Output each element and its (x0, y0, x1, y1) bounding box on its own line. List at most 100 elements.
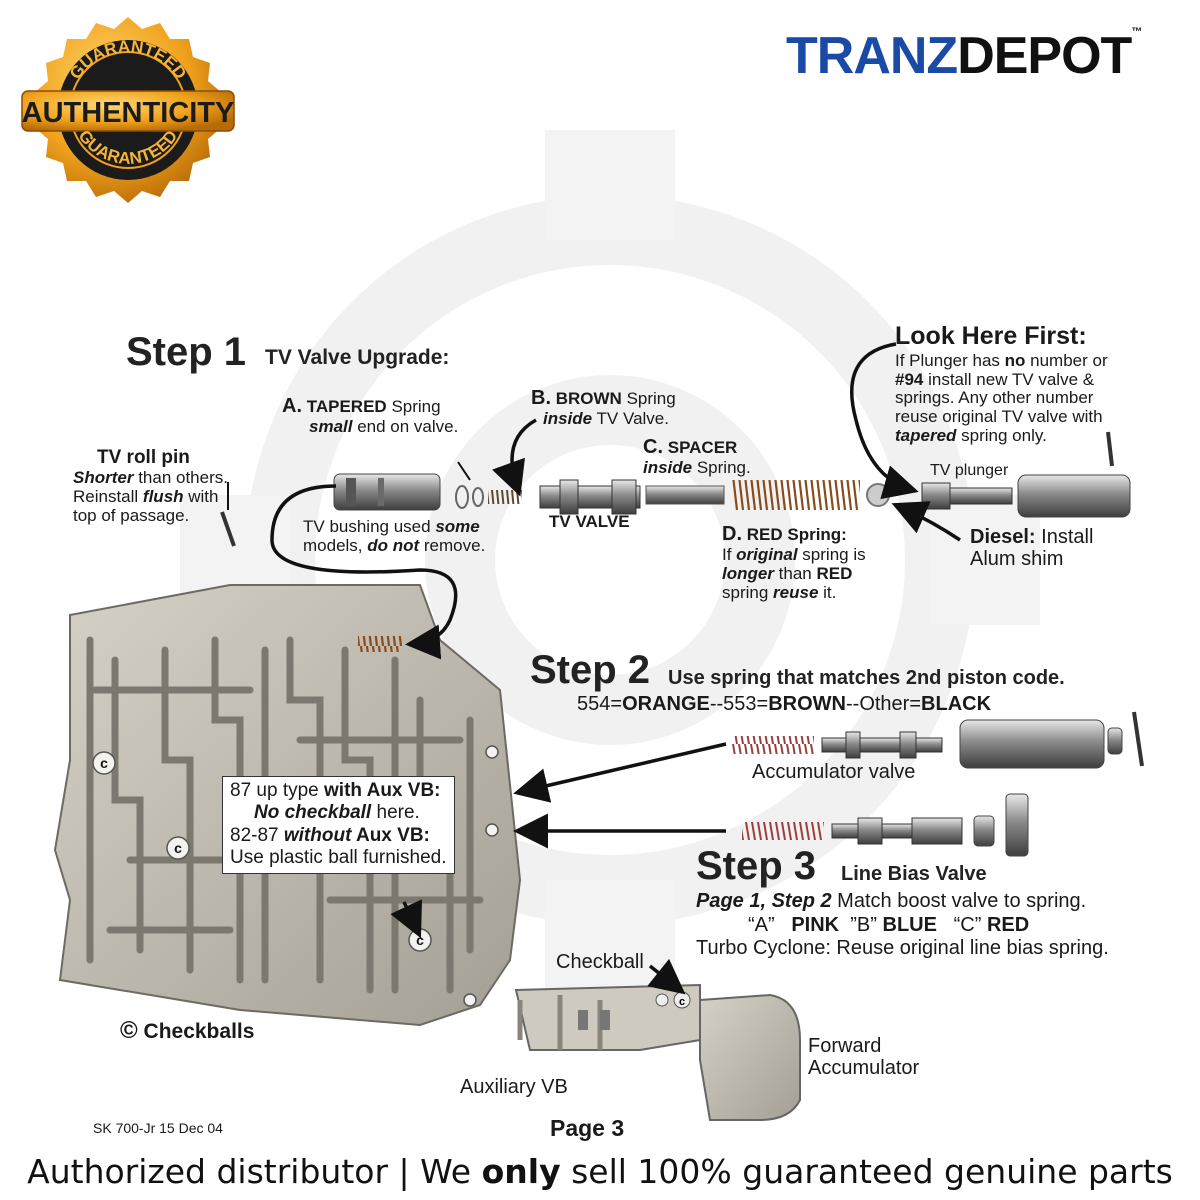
b-l2-em: inside (543, 409, 593, 429)
d-l4-em: reuse (773, 583, 819, 603)
c-letter: C. (643, 436, 663, 458)
roll-pin-l3: top of passage. (73, 506, 190, 526)
svg-text:c: c (416, 932, 424, 948)
step2-subtitle: Use spring that matches 2nd piston code. (668, 667, 1065, 689)
step3-text: Page 1, Step 2 Match boost valve to spri… (696, 890, 1109, 961)
step2-codes: 554=ORANGE--553=BROWN--Other=BLACK (577, 693, 991, 715)
lh-l5-post: spring only. (956, 425, 1047, 445)
b-bold: BROWN (555, 389, 622, 408)
red-spring (732, 480, 860, 510)
bushing-label: TV bushing used some models, do not remo… (303, 517, 485, 555)
bushing-l1-pre: TV bushing used (303, 517, 436, 536)
a-bold: TAPERED (306, 397, 387, 416)
footer-post: sell 100% guaranteed genuine parts (560, 1152, 1173, 1191)
accumulator-valve-label: Accumulator valve (752, 761, 916, 783)
codes-brown: BROWN (768, 693, 846, 715)
footer-bold: only (481, 1152, 561, 1191)
codes-black: BLACK (921, 693, 992, 715)
s3-l1-post: Match boost valve to spring. (831, 890, 1087, 912)
tranzdepot-logo: TRANZDEPOT™ (786, 26, 1142, 86)
d-l4-post: it. (818, 583, 837, 603)
code-ref: SK 700-Jr 15 Dec 04 (93, 1120, 223, 1136)
c-bold: SPACER (667, 438, 738, 457)
roll-pin-l1-em: Shorter (73, 468, 134, 488)
lh-l3: springs. Any other number (895, 388, 1094, 408)
aux-l1-pre: 87 up type (230, 780, 325, 801)
tv-roll-pin-heading: TV roll pin (97, 447, 190, 468)
lh-l1-post: number or (1025, 351, 1108, 370)
lh-l5-em: tapered (895, 425, 957, 445)
codes-m1: --553= (709, 693, 769, 715)
look-here-text: If Plunger has no number or #94 install … (895, 351, 1108, 445)
line-bias-valve (742, 793, 1029, 857)
s3-l1-em: Page 1, Step 2 (696, 890, 832, 912)
tv-bushing (333, 473, 441, 511)
s3-blue: BLUE (882, 913, 937, 936)
b-brown-label: B. BROWN Spring inside TV Valve. (531, 387, 676, 428)
step1-subtitle: TV Valve Upgrade: (265, 346, 450, 369)
aux-l2-em: No checkball (254, 802, 372, 824)
svg-text:c: c (100, 755, 108, 771)
footer-pre: Authorized distributor | We (27, 1152, 482, 1191)
codes-pre: 554= (577, 693, 623, 715)
a-l2-em: small (309, 417, 353, 437)
lh-l1-bold: no (1004, 351, 1026, 370)
fwd-acc-l1: Forward (808, 1035, 882, 1057)
codes-m2: --Other= (846, 693, 922, 715)
s3-red: RED (986, 913, 1030, 936)
diesel-rest: Install (1035, 526, 1094, 548)
aux-l2-post: here. (371, 802, 420, 824)
s3-l3: Turbo Cyclone: Reuse original line bias … (696, 937, 1109, 960)
checkball-label: Checkball (556, 951, 644, 973)
bushing-l2-em: do not (367, 536, 420, 556)
bushing-l1-em: some (435, 517, 480, 536)
step1-title: Step 1 (126, 330, 247, 374)
a-letter: A. (282, 395, 302, 417)
aux-l4: Use plastic ball furnished. (230, 847, 447, 869)
bushing-l2-pre: models, (303, 536, 368, 556)
d-l3-bold: RED (816, 564, 853, 584)
lh-l2-post: install new TV valve & (923, 369, 1095, 389)
checkball-symbol-icon: © (120, 1017, 138, 1044)
tv-valve (539, 479, 641, 515)
roll-pin-l2-em: flush (142, 487, 184, 507)
logo-part1: TRANZ (786, 27, 958, 85)
roll-pin-l2-post: with (183, 487, 219, 507)
fwd-acc-l2: Accumulator (808, 1057, 920, 1080)
tv-plunger-label: TV plunger (930, 462, 1009, 479)
b-l2: TV Valve. (592, 409, 669, 429)
aux-vb-note-box: 87 up type with Aux VB: No checkball her… (222, 776, 455, 874)
authenticity-badge-icon: AUTHENTICITY GUARANTEED GUARANTEED (21, 17, 235, 203)
d-letter: D. (722, 523, 742, 545)
lh-l2-bold: #94 (895, 369, 924, 389)
d-l2-pre: If (722, 545, 737, 565)
checkballs-legend: © Checkballs (120, 1017, 254, 1045)
tv-valve-label: TV VALVE (549, 512, 630, 531)
logo-tm: ™ (1131, 26, 1142, 38)
roll-pin (220, 511, 236, 547)
aux-l3-pre: 82-87 (230, 824, 284, 846)
b-letter: B. (531, 387, 551, 409)
diesel-label: Diesel: Install Alum shim (970, 526, 1093, 571)
auxiliary-vb-label: Auxiliary VB (460, 1076, 568, 1098)
d-l4-pre: spring (722, 583, 774, 603)
c-spacer-label: C. SPACER inside Spring. (643, 436, 751, 477)
look-here-title: Look Here First: (895, 322, 1087, 350)
a-rest: Spring (386, 397, 441, 416)
page-label: Page 3 (550, 1115, 625, 1141)
footer-banner: Authorized distributor | We only sell 10… (0, 1152, 1200, 1191)
s3-pink: PINK (791, 913, 840, 936)
a-tapered-label: A. TAPERED Spring small end on valve. (282, 395, 458, 436)
tv-roll-pin-label: TV roll pin Shorter than others. Reinsta… (73, 447, 228, 525)
bushing-l2-post: remove. (419, 536, 486, 556)
c-l2: Spring. (692, 458, 751, 478)
tapered-spring (455, 485, 522, 509)
forward-accumulator-label: Forward Accumulator (808, 1035, 919, 1080)
alum-shim (866, 483, 890, 507)
auxiliary-valve-body: c (514, 983, 801, 1121)
d-l3-mid: than (773, 564, 817, 584)
d-l2-em: original (736, 545, 798, 565)
s3-b: ”B” (850, 913, 877, 936)
a-l2: end on valve. (352, 417, 459, 437)
